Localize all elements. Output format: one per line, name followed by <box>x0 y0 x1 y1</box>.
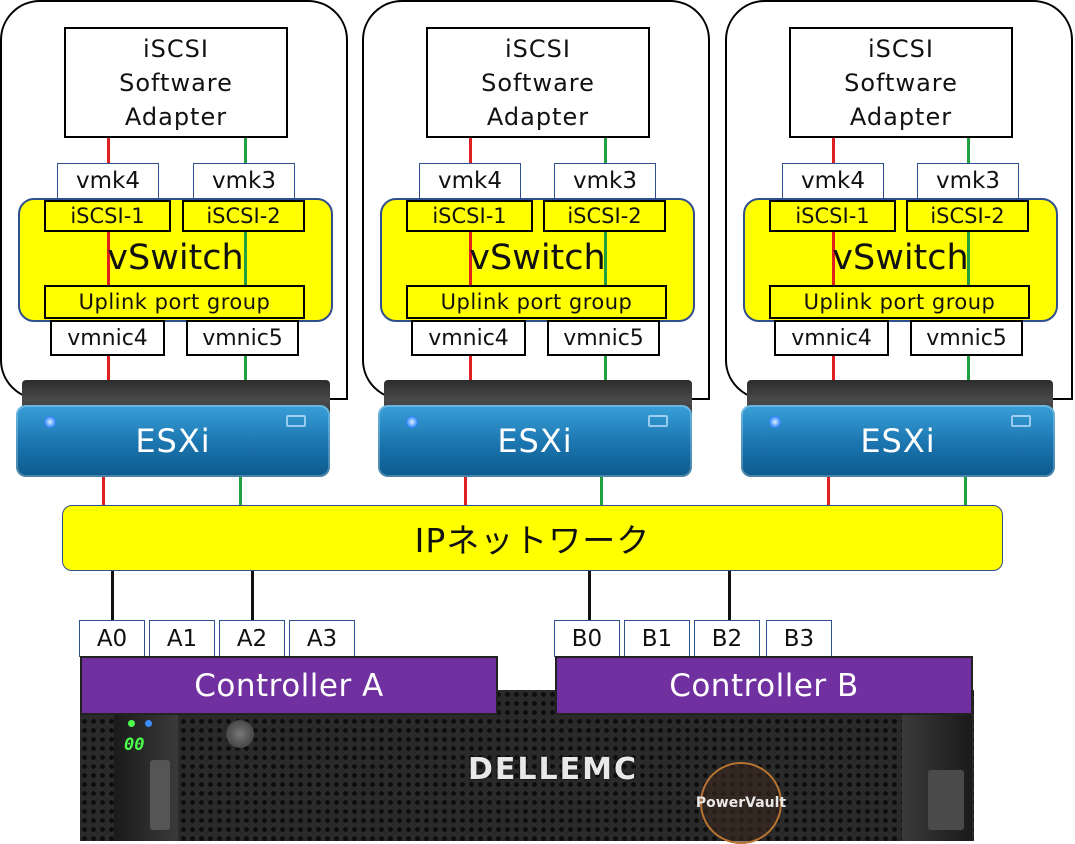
uplink-port-group: Uplink port group <box>769 285 1030 319</box>
controller-a: Controller A <box>80 656 498 715</box>
iscsi-software-adapter: iSCSI Software Adapter <box>789 27 1013 138</box>
status-led-icon <box>128 720 135 727</box>
drive-slot <box>648 415 668 427</box>
vswitch-label: vSwitch <box>107 238 244 278</box>
path-a-link <box>832 232 835 285</box>
vmk-left: vmk4 <box>782 163 884 199</box>
vmnic-right: vmnic5 <box>547 320 660 356</box>
status-led-icon <box>145 720 152 727</box>
led-display: 00 <box>124 735 145 755</box>
vmnic-right: vmnic5 <box>186 320 299 356</box>
port-b0: B0 <box>554 620 620 657</box>
port-link <box>728 571 731 622</box>
port-a2: A2 <box>219 620 285 657</box>
port-b2: B2 <box>694 620 760 657</box>
vmnic-left: vmnic4 <box>774 320 889 356</box>
port-a0: A0 <box>79 620 145 657</box>
status-light <box>44 416 56 428</box>
port-b1: B1 <box>624 620 690 657</box>
esxi-label: ESXi <box>135 422 211 460</box>
vmk-right: vmk3 <box>554 163 656 199</box>
path-a-link <box>469 232 472 285</box>
vmk-right: vmk3 <box>193 163 295 199</box>
vmnic-left: vmnic4 <box>411 320 526 356</box>
path-a-link <box>469 356 472 384</box>
port-group-left: iSCSI-1 <box>44 200 171 232</box>
path-b-link <box>244 356 247 384</box>
path-a-link <box>469 138 472 164</box>
dellemc-logo: DELLEMC <box>468 752 638 787</box>
port-b3: B3 <box>766 620 832 657</box>
port-group-right: iSCSI-2 <box>906 200 1029 232</box>
storage-handle-right <box>928 770 964 830</box>
esxi-server: ESXi <box>378 405 692 477</box>
path-a-link <box>832 356 835 384</box>
port-link <box>111 571 114 622</box>
path-a-link <box>832 138 835 164</box>
path-a-link <box>102 477 105 506</box>
vmk-right: vmk3 <box>917 163 1019 199</box>
port-group-left: iSCSI-1 <box>769 200 896 232</box>
esxi-host-2: iSCSI Software Adapter vmk4 vmk3 iSCSI-1… <box>362 0 712 478</box>
port-group-right: iSCSI-2 <box>182 200 305 232</box>
esxi-label: ESXi <box>860 422 936 460</box>
esxi-host-3: iSCSI Software Adapter vmk4 vmk3 iSCSI-1… <box>725 0 1075 478</box>
powervault-label: PowerVault <box>695 795 787 811</box>
port-link <box>588 571 591 622</box>
vmnic-left: vmnic4 <box>50 320 165 356</box>
port-a1: A1 <box>149 620 215 657</box>
path-b-link <box>604 232 607 285</box>
status-light <box>406 416 418 428</box>
storage-handle-left <box>150 760 170 830</box>
iscsi-software-adapter: iSCSI Software Adapter <box>426 27 650 138</box>
vmnic-right: vmnic5 <box>910 320 1023 356</box>
esxi-server: ESXi <box>16 405 330 477</box>
path-b-link <box>604 356 607 384</box>
port-a3: A3 <box>289 620 355 657</box>
uplink-port-group: Uplink port group <box>406 285 667 319</box>
ip-network-label: IPネットワーク <box>414 521 651 560</box>
path-a-link <box>107 232 110 285</box>
lock-icon <box>226 720 254 748</box>
powervault-badge: PowerVault <box>696 762 786 844</box>
ip-network: IPネットワーク <box>62 505 1003 571</box>
status-light <box>769 416 781 428</box>
esxi-label: ESXi <box>497 422 573 460</box>
path-b-link <box>239 477 242 506</box>
port-link <box>251 571 254 622</box>
path-b-link <box>967 356 970 384</box>
vmk-left: vmk4 <box>57 163 159 199</box>
path-b-link <box>964 477 967 506</box>
vmk-left: vmk4 <box>419 163 521 199</box>
iscsi-software-adapter: iSCSI Software Adapter <box>64 27 288 138</box>
path-a-link <box>827 477 830 506</box>
storage-array <box>80 690 974 841</box>
controller-b: Controller B <box>555 656 973 715</box>
path-a-link <box>107 356 110 384</box>
esxi-host-1: iSCSI Software Adapter vmk4 vmk3 iSCSI-1… <box>0 0 350 478</box>
esxi-server: ESXi <box>741 405 1055 477</box>
path-b-link <box>967 138 970 164</box>
path-a-link <box>107 138 110 164</box>
controller-a-label: Controller A <box>194 667 384 704</box>
path-b-link <box>244 138 247 164</box>
vswitch-label: vSwitch <box>469 238 606 278</box>
path-b-link <box>967 232 970 285</box>
uplink-port-group: Uplink port group <box>44 285 305 319</box>
port-group-left: iSCSI-1 <box>406 200 533 232</box>
drive-slot <box>286 415 306 427</box>
path-b-link <box>244 232 247 285</box>
vswitch-label: vSwitch <box>832 238 969 278</box>
drive-slot <box>1011 415 1031 427</box>
path-a-link <box>464 477 467 506</box>
path-b-link <box>600 477 603 506</box>
port-group-right: iSCSI-2 <box>543 200 666 232</box>
controller-b-label: Controller B <box>669 667 859 704</box>
path-b-link <box>604 138 607 164</box>
